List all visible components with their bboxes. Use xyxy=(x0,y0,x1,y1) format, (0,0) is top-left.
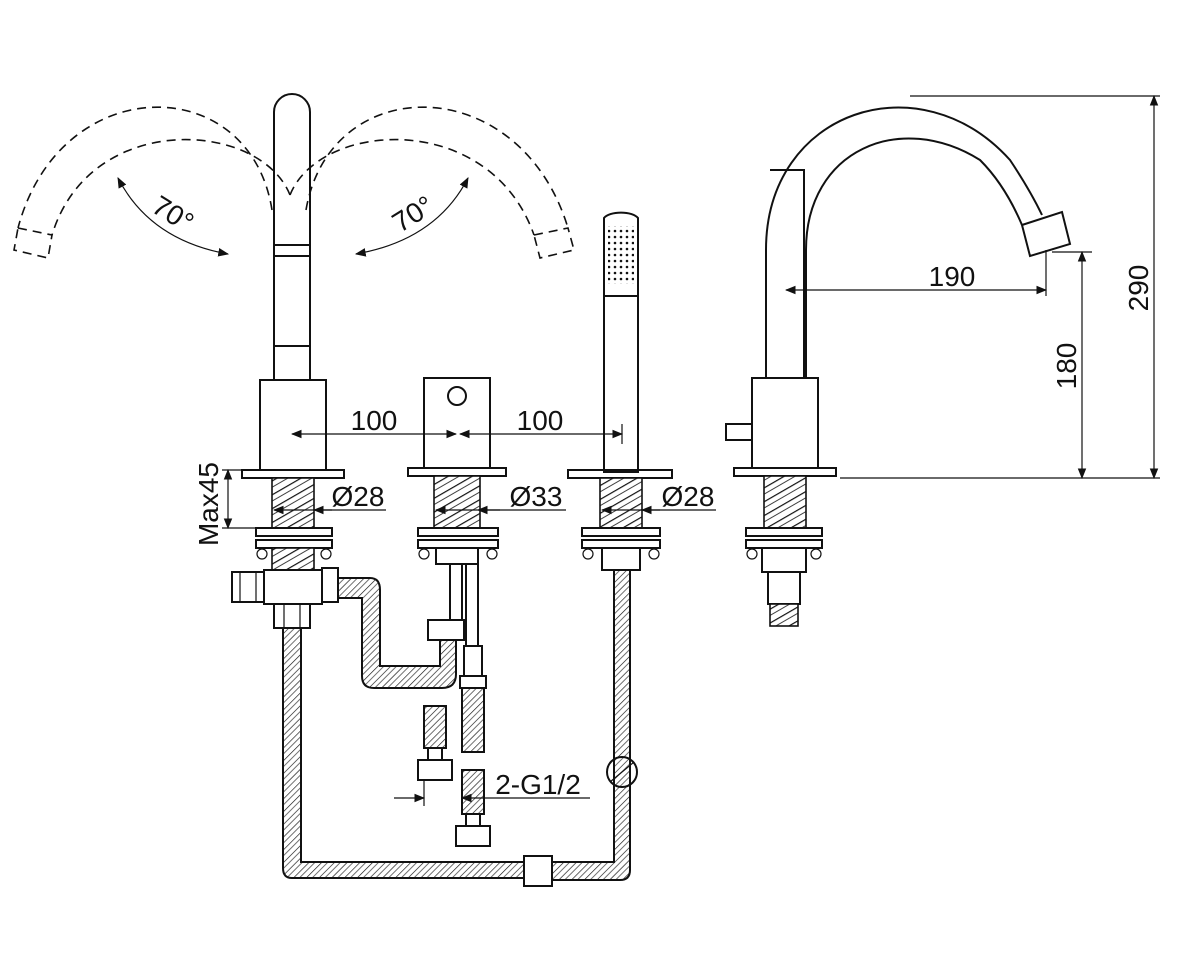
hole-center-label: Ø33 xyxy=(510,481,563,512)
hose-weight-ball xyxy=(606,756,638,788)
valve-hose-nut xyxy=(427,619,465,641)
swivel-range-right xyxy=(289,106,575,259)
hole-right-label: Ø28 xyxy=(662,481,715,512)
rotation-right-label: 70° xyxy=(387,190,439,239)
hose-to-handshower-return xyxy=(551,569,631,881)
rotation-left-label: 70° xyxy=(147,190,199,239)
dim-total-height xyxy=(910,94,1160,480)
dim-spacing-right xyxy=(458,424,624,444)
mixer-valve xyxy=(407,377,507,646)
diverter-connector xyxy=(231,567,339,629)
dim-max-deck xyxy=(222,468,276,530)
spray-face xyxy=(608,226,634,284)
spout-front-view xyxy=(241,93,345,571)
rotation-arc-left xyxy=(117,177,230,257)
max-deck-label: Max45 xyxy=(193,462,224,546)
hole-left-label: Ø28 xyxy=(332,481,385,512)
rotation-arc-right xyxy=(354,177,469,257)
handshower xyxy=(567,211,673,571)
dim-reach xyxy=(784,250,1048,296)
total-height-label: 290 xyxy=(1123,265,1154,312)
swivel-range-left xyxy=(13,106,291,259)
hose-diverter-valve xyxy=(337,577,457,689)
spout-side-view xyxy=(725,106,1072,627)
reach-label: 190 xyxy=(929,261,976,292)
dim-connection xyxy=(394,780,590,806)
spout-height-label: 180 xyxy=(1051,343,1082,390)
supply-hose-hot xyxy=(455,645,491,847)
supply-hose-cold xyxy=(417,705,453,781)
hose-to-handshower xyxy=(282,627,525,879)
spacing-right-label: 100 xyxy=(517,405,564,436)
connection-label: 2-G1/2 xyxy=(495,769,581,800)
dim-spout-height xyxy=(840,250,1160,480)
spacing-left-label: 100 xyxy=(351,405,398,436)
hose-coupling xyxy=(523,855,553,887)
